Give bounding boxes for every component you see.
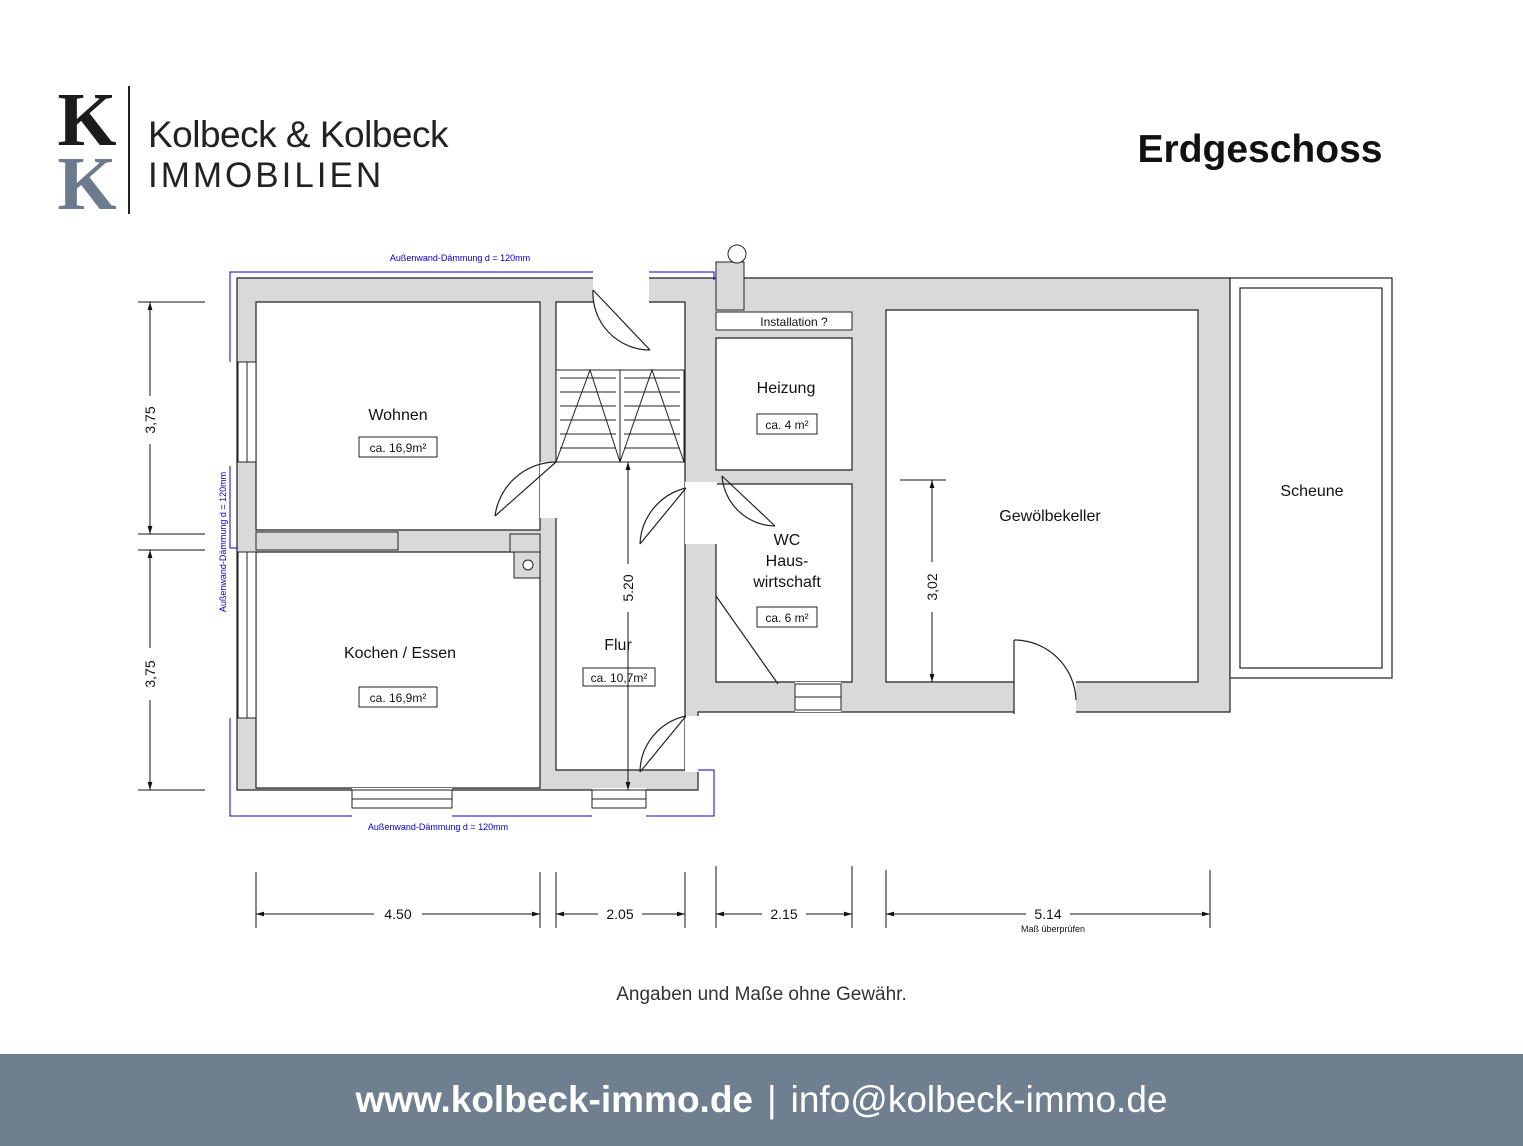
room-name-flur: Flur <box>604 637 632 654</box>
door-keller <box>1013 639 1077 714</box>
dim-width-keller-note: Maß überprüfen <box>1021 924 1085 934</box>
door-back <box>639 715 687 773</box>
logo-mark-top: K <box>57 78 117 162</box>
insulation-top-label: Außenwand-Dämmung d = 120mm <box>390 253 530 263</box>
room-area-kochen: ca. 16,9m² <box>370 691 427 705</box>
chimney-top <box>727 244 747 264</box>
footer-email-link[interactable]: info@kolbeck-immo.de <box>790 1079 1168 1120</box>
wc-diagonal <box>715 595 779 685</box>
disclaimer: Angaben und Maße ohne Gewähr. <box>616 984 907 1005</box>
chimney <box>509 244 747 579</box>
footer-bar: www.kolbeck-immo.de | info@kolbeck-immo.… <box>0 1054 1523 1146</box>
doors <box>494 289 1077 773</box>
dim-width-heizung: 2.15 <box>770 906 797 922</box>
installation-box: Installation ? <box>715 311 853 331</box>
dimension-lines <box>138 301 1211 928</box>
floor-title: Erdgeschoss <box>1137 128 1383 171</box>
staircase <box>555 368 685 463</box>
windows <box>237 361 842 809</box>
room-area-flur: ca. 10,7m² <box>591 671 648 685</box>
room-name-scheune: Scheune <box>1280 483 1343 500</box>
dim-width-wohnen: 4.50 <box>384 906 411 922</box>
dim-width-flur: 2.05 <box>606 906 633 922</box>
insulation-left-label: Außenwand-Dämmung d = 120mm <box>218 472 228 612</box>
dim-left-upper: 3,75 <box>142 406 158 433</box>
scheune-inner <box>1239 287 1383 669</box>
logo-divider <box>128 86 130 214</box>
room-name-kochen: Kochen / Essen <box>344 645 456 662</box>
room-name-wc-1: WC <box>774 532 801 549</box>
door-entrance <box>592 289 651 351</box>
room-name-heizung: Heizung <box>757 380 816 397</box>
dim-width-keller: 5.14 <box>1034 906 1061 922</box>
door-wohnen <box>494 461 557 517</box>
insulation <box>229 271 715 817</box>
installation-label: Installation ? <box>760 315 828 329</box>
door-wc <box>639 487 687 545</box>
room-name-wc-3: wirtschaft <box>752 574 821 591</box>
dim-flur-height: 5.20 <box>620 574 636 601</box>
insulation-bottom-label: Außenwand-Dämmung d = 120mm <box>368 822 508 832</box>
company-subtitle: IMMOBILIEN <box>148 156 385 195</box>
footer-website-link[interactable]: www.kolbeck-immo.de <box>355 1079 754 1120</box>
company-name: Kolbeck & Kolbeck <box>148 114 449 155</box>
room-name-wohnen: Wohnen <box>368 407 427 424</box>
room-area-heizung: ca. 4 m² <box>765 418 808 432</box>
floor-plan: Installation ? Außenwand-Dämmung d = 120… <box>138 244 1393 934</box>
partition-stub <box>255 531 399 551</box>
footer-separator: | <box>767 1079 777 1120</box>
room-area-wohnen: ca. 16,9m² <box>370 441 427 455</box>
door-heizung <box>721 475 776 527</box>
dim-left-lower: 3,75 <box>142 660 158 687</box>
walls <box>236 277 1393 791</box>
room-name-keller: Gewölbekeller <box>999 508 1101 525</box>
dim-keller-height: 3,02 <box>924 573 940 600</box>
room-area-wc: ca. 6 m² <box>765 611 808 625</box>
company-logo: K K Kolbeck & Kolbeck IMMOBILIEN <box>52 78 512 226</box>
logo-mark-bottom: K <box>57 142 117 226</box>
room-name-wc-2: Haus- <box>766 553 809 570</box>
